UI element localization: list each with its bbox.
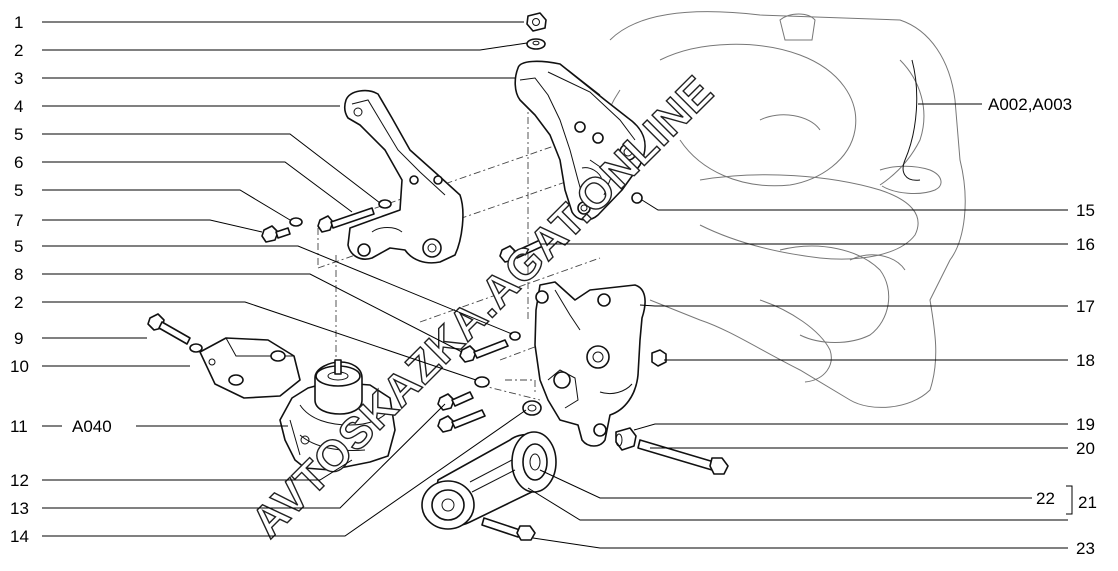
engine-block-outline [595, 11, 966, 408]
support-block [199, 337, 301, 399]
part-5-washer-a [378, 199, 392, 209]
label-10: 10 [10, 357, 29, 376]
part-16-bolt [499, 239, 544, 263]
label-19: 19 [1076, 415, 1095, 434]
part-14-bolt [437, 409, 486, 433]
part-13-bolt [437, 391, 474, 411]
label-12: 12 [10, 471, 29, 490]
part-10-washer [189, 343, 203, 353]
label-5-b: 5 [14, 181, 23, 200]
part-6-bolt [317, 207, 375, 233]
part-18-bushing [651, 349, 667, 367]
label-13: 13 [10, 499, 29, 518]
part-21-torque-rod [421, 431, 557, 530]
part-23-bolt [481, 517, 536, 541]
part-8-bolt [459, 331, 521, 363]
label-2-lower: 2 [14, 293, 23, 312]
label-8: 8 [14, 265, 23, 284]
label-4: 4 [14, 97, 23, 116]
label-16: 16 [1076, 235, 1095, 254]
label-7: 7 [14, 211, 23, 230]
part-4-left-bracket [343, 89, 464, 264]
label-21: 21 [1078, 493, 1097, 512]
label-6: 6 [14, 153, 23, 172]
label-5-a: 5 [14, 125, 23, 144]
label-14: 14 [10, 527, 29, 546]
label-20: 20 [1076, 439, 1095, 458]
label-ref-a002-a003: A002,A003 [988, 95, 1072, 114]
label-23: 23 [1076, 539, 1095, 558]
label-17: 17 [1076, 297, 1095, 316]
label-3: 3 [14, 69, 23, 88]
part-7-bolt [261, 225, 291, 243]
right-leader-lines [527, 103, 1073, 549]
right-labels: A002,A003 15 16 17 18 19 20 22 21 23 [988, 95, 1097, 558]
part-11-engine-mount [279, 359, 396, 471]
label-9: 9 [14, 329, 23, 348]
part-5-washer-b [289, 217, 303, 227]
part-19-spacer [615, 427, 637, 451]
part-17-bracket [534, 281, 646, 447]
left-labels: 1 2 3 4 5 6 5 7 5 8 2 9 10 11 A040 12 13… [10, 13, 112, 546]
label-11-ref: A040 [72, 417, 112, 436]
label-18: 18 [1076, 351, 1095, 370]
label-1: 1 [14, 13, 23, 32]
part-3-upper-bracket [514, 60, 646, 221]
label-2-top: 2 [14, 41, 23, 60]
part-20-long-bolt [637, 439, 729, 475]
part-2-washer-top [526, 38, 546, 50]
part-15-washer [631, 192, 643, 204]
label-5-c: 5 [14, 237, 23, 256]
left-leader-lines [42, 21, 528, 537]
label-11: 11 [10, 417, 28, 436]
label-22: 22 [1036, 489, 1055, 508]
part-2-washer-lower [474, 376, 490, 388]
part-1-nut [526, 12, 547, 32]
label-15: 15 [1076, 201, 1095, 220]
part-14-washer [522, 400, 542, 416]
part-9-bolt [147, 313, 191, 345]
